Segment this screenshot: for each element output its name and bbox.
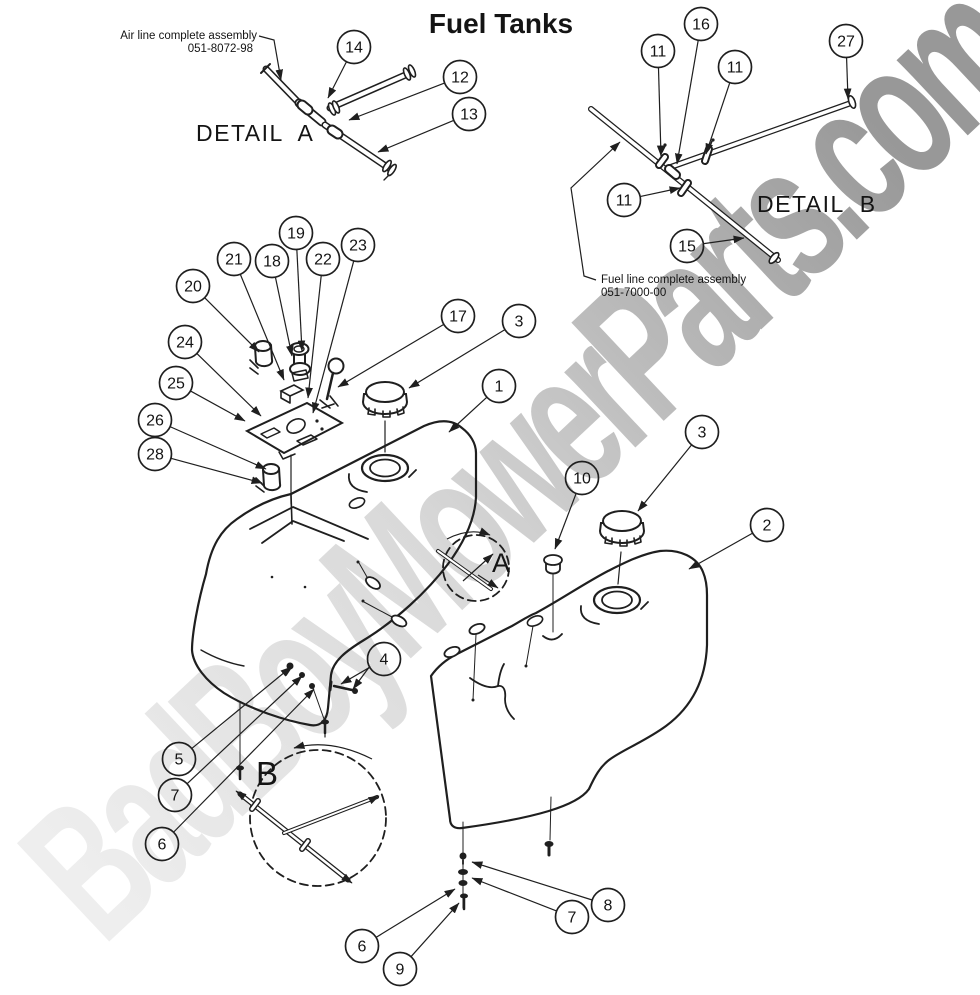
callout-3: 3 [637,414,720,512]
locator-a-letter: A [492,548,510,578]
callout-6: 6 [344,888,456,964]
fuel-cap-right [599,510,645,547]
svg-text:11: 11 [727,60,744,77]
callout-14: 14 [327,29,372,99]
callout-23: 23 [311,227,376,414]
callout-26: 26 [137,402,267,470]
callout-7: 7 [471,877,590,935]
svg-text:12: 12 [451,70,469,87]
air-line-note-line2: 051-8072-98 [188,43,253,55]
svg-text:14: 14 [345,40,363,57]
svg-text:26: 26 [146,413,164,430]
svg-text:11: 11 [616,193,633,210]
fuel-cap-left [362,381,408,418]
tank2-bottom-fasteners [458,821,468,911]
svg-text:10: 10 [573,471,591,488]
svg-text:19: 19 [287,226,305,243]
callout-11: 11 [606,182,681,218]
callout-19: 19 [278,215,314,352]
svg-text:7: 7 [568,910,577,927]
callout-28: 28 [137,436,263,484]
fuel-line-note-line2: 051-7000-00 [601,287,666,299]
svg-text:8: 8 [604,898,613,915]
callout-27: 27 [828,23,864,100]
callout-16: 16 [674,6,719,165]
svg-text:16: 16 [692,17,710,34]
callout-18: 18 [254,243,294,357]
callout-21: 21 [216,241,285,381]
callout-4: 4 [340,641,402,685]
svg-text:24: 24 [176,335,194,352]
callout-9: 9 [382,902,460,987]
detail-b-assembly [570,95,857,281]
tank-2 [429,510,709,911]
svg-text:23: 23 [349,238,367,255]
callout-11: 11 [705,49,753,155]
svg-text:6: 6 [158,837,167,854]
page-title: Fuel Tanks [429,8,573,39]
fuel-line-note-line1: Fuel line complete assembly [601,274,746,286]
callout-1: 1 [448,368,517,433]
callout-12: 12 [348,59,478,121]
svg-text:13: 13 [460,107,478,124]
callouts: 1233456787691011161127111512131417181920… [137,6,864,987]
callout-25: 25 [158,365,246,422]
tank-1 [190,340,478,781]
svg-text:20: 20 [184,279,202,296]
svg-text:4: 4 [380,652,389,669]
svg-text:3: 3 [515,314,524,331]
callout-24: 24 [167,324,262,417]
svg-text:15: 15 [678,239,696,256]
locator-a [436,527,510,602]
svg-text:1: 1 [495,379,504,396]
svg-text:27: 27 [837,34,855,51]
callout-7: 7 [157,675,303,813]
air-line-note-line1: Air line complete assembly [120,30,257,42]
callout-22: 22 [305,241,341,399]
svg-text:22: 22 [314,252,332,269]
detail-a-assembly [258,35,417,181]
callout-6: 6 [144,688,315,862]
callout-8: 8 [471,861,626,923]
svg-text:7: 7 [171,788,180,805]
svg-text:18: 18 [263,254,281,271]
callout-2: 2 [688,507,785,570]
svg-text:25: 25 [167,376,185,393]
locator-b [235,741,387,887]
callout-3: 3 [408,303,537,389]
grommet [542,554,563,641]
callout-15: 15 [669,228,745,264]
svg-text:2: 2 [763,518,772,535]
svg-text:5: 5 [175,752,184,769]
callout-11: 11 [640,33,676,157]
svg-text:21: 21 [225,252,243,269]
detail-b-label: DETAIL B [757,191,877,217]
callout-20: 20 [175,268,260,353]
svg-text:9: 9 [396,962,405,979]
callout-10: 10 [554,460,600,550]
callout-13: 13 [377,96,487,153]
svg-text:11: 11 [650,44,667,61]
tank1-side-screws [356,560,408,628]
mount-plate-assembly [244,340,345,505]
svg-text:3: 3 [698,425,707,442]
svg-text:6: 6 [358,939,367,956]
callout-17: 17 [337,298,476,388]
callout-5: 5 [161,666,292,777]
locator-b-letter: B [256,755,278,792]
svg-text:17: 17 [449,309,467,326]
detail-a-label: DETAIL A [196,120,314,146]
svg-text:28: 28 [146,447,164,464]
